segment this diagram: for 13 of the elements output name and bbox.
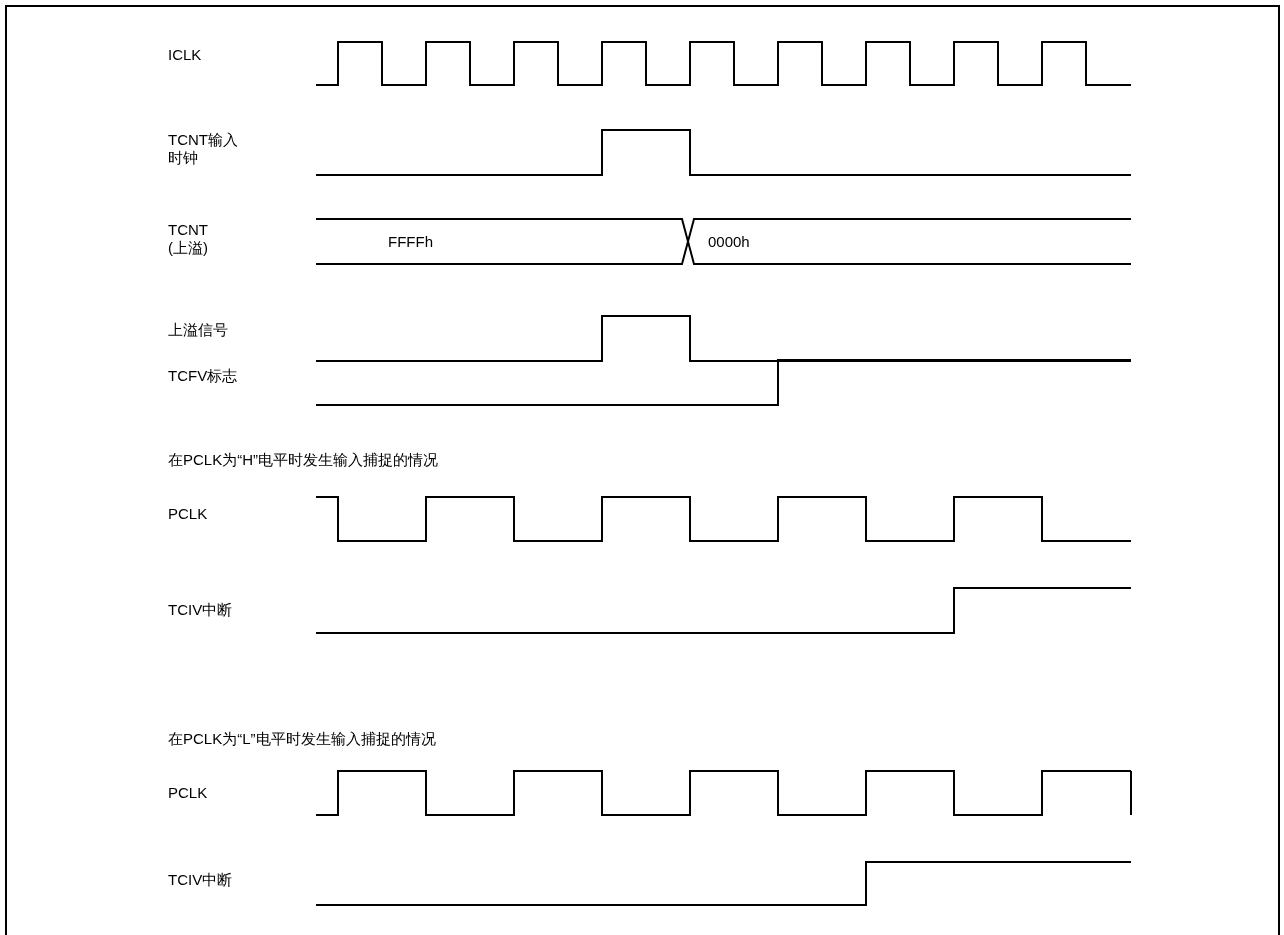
section-heading: 在PCLK为“H”电平时发生输入捕捉的情况 bbox=[168, 451, 438, 469]
signal-label: 上溢信号 bbox=[168, 321, 228, 339]
bus-value: 0000h bbox=[708, 233, 750, 251]
signal-label: TCFV标志 bbox=[168, 367, 238, 385]
signal-label: PCLK bbox=[168, 784, 208, 802]
signal-label: PCLK bbox=[168, 505, 208, 523]
signal-label: TCNT (上溢) bbox=[168, 221, 209, 257]
bus-value: FFFFh bbox=[388, 233, 433, 251]
signal-label: ICLK bbox=[168, 46, 202, 64]
signal-label: TCNT输入时钟 bbox=[168, 131, 238, 167]
signal-label: TCIV中断 bbox=[168, 601, 233, 619]
signal-label: TCIV中断 bbox=[168, 871, 233, 889]
section-heading: 在PCLK为“L”电平时发生输入捕捉的情况 bbox=[168, 730, 436, 748]
